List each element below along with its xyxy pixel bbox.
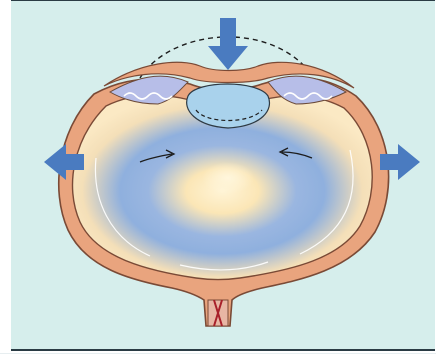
arrow-down-icon: [208, 18, 248, 70]
vitreous-center: [202, 162, 254, 194]
